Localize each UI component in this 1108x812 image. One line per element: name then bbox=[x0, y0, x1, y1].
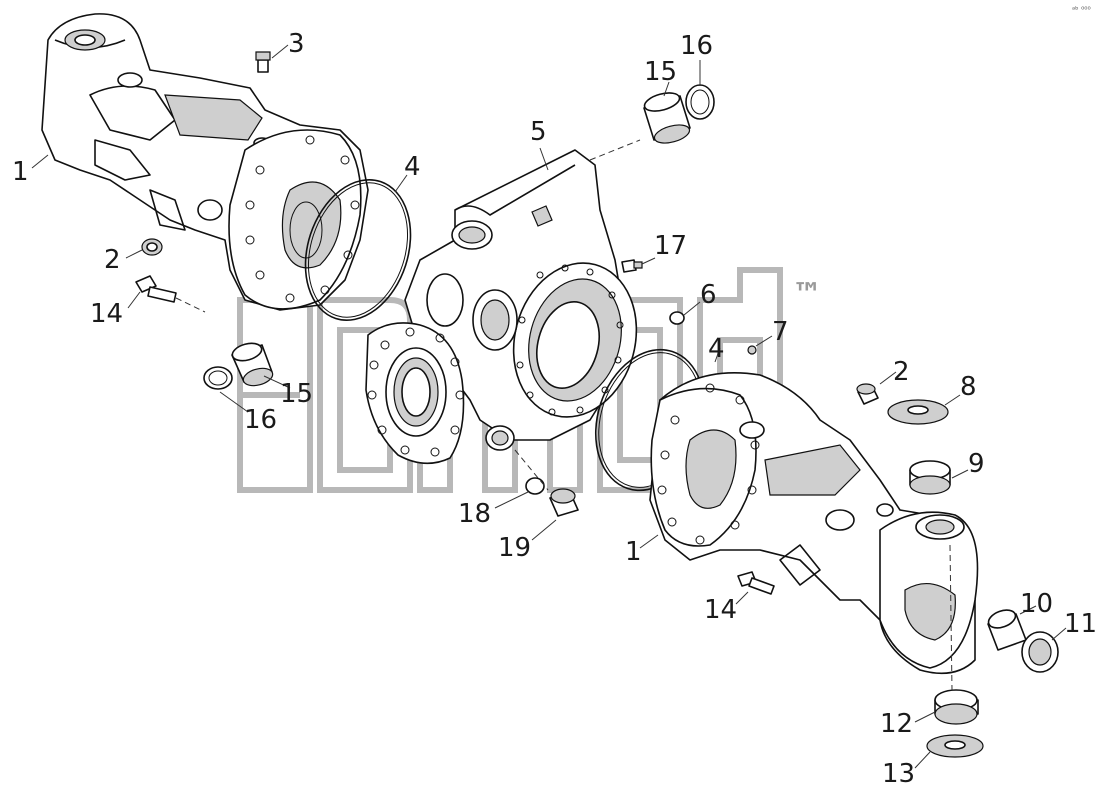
callout-4-upper: 4 bbox=[404, 152, 421, 182]
part-12-bushing bbox=[914, 689, 979, 725]
callout-15-lower: 15 bbox=[280, 379, 313, 409]
callout-13: 13 bbox=[882, 759, 915, 789]
part-2-plug-left bbox=[141, 238, 163, 256]
callout-18: 18 bbox=[458, 499, 491, 529]
part-19-plug bbox=[549, 488, 579, 517]
part-14-bolt-left bbox=[135, 275, 206, 313]
part-15-bushing-upper bbox=[643, 92, 691, 144]
callout-5: 5 bbox=[530, 117, 547, 147]
corner-mark: ᵃᵇ ⁰⁰⁰ bbox=[1072, 5, 1091, 14]
part-8-washer bbox=[887, 394, 961, 425]
callout-16-lower: 16 bbox=[244, 405, 277, 435]
callout-2-right: 2 bbox=[893, 357, 910, 387]
callout-17: 17 bbox=[654, 231, 687, 261]
o-ring-upper bbox=[304, 179, 412, 321]
callout-4-lower: 4 bbox=[708, 334, 725, 364]
part-14-bolt-right bbox=[737, 571, 775, 595]
callout-16-upper: 16 bbox=[680, 31, 713, 61]
callout-6: 6 bbox=[700, 280, 717, 310]
axle-housing-right bbox=[649, 372, 979, 675]
part-2-plug-right bbox=[856, 371, 897, 405]
callout-3: 3 bbox=[288, 29, 305, 59]
callout-12: 12 bbox=[880, 709, 913, 739]
callout-7: 7 bbox=[772, 317, 789, 347]
part-7-breather bbox=[747, 335, 773, 355]
callout-9: 9 bbox=[968, 449, 985, 479]
callout-2-left: 2 bbox=[104, 245, 121, 275]
callout-11: 11 bbox=[1064, 609, 1097, 639]
callout-15-upper: 15 bbox=[644, 57, 677, 87]
part-15-bushing-left bbox=[231, 342, 274, 387]
callout-14-right: 14 bbox=[704, 595, 737, 625]
part-13-washer bbox=[914, 734, 984, 769]
watermark-trademark: ™ bbox=[792, 277, 822, 312]
callout-10: 10 bbox=[1020, 589, 1053, 619]
callout-1-right: 1 bbox=[625, 537, 642, 567]
callout-labels: 1 2 3 4 5 6 7 8 9 10 11 12 13 14 14 15 1… bbox=[12, 29, 1097, 789]
part-6-pin bbox=[669, 301, 701, 325]
part-16-seal-upper bbox=[685, 84, 715, 120]
leader-lines bbox=[31, 60, 749, 605]
part-3-fitting bbox=[255, 44, 289, 73]
part-16-seal-left bbox=[203, 366, 233, 390]
callout-19: 19 bbox=[498, 533, 531, 563]
part-18-seal bbox=[525, 477, 545, 495]
differential-flange bbox=[365, 322, 465, 465]
callout-14-left: 14 bbox=[90, 299, 123, 329]
axle-housing-left bbox=[41, 13, 369, 311]
part-17-fitting bbox=[621, 257, 656, 273]
part-9-bushing bbox=[909, 460, 969, 495]
part-11-seal bbox=[1021, 627, 1067, 673]
callout-8: 8 bbox=[960, 372, 977, 402]
callout-1-left: 1 bbox=[12, 157, 29, 187]
